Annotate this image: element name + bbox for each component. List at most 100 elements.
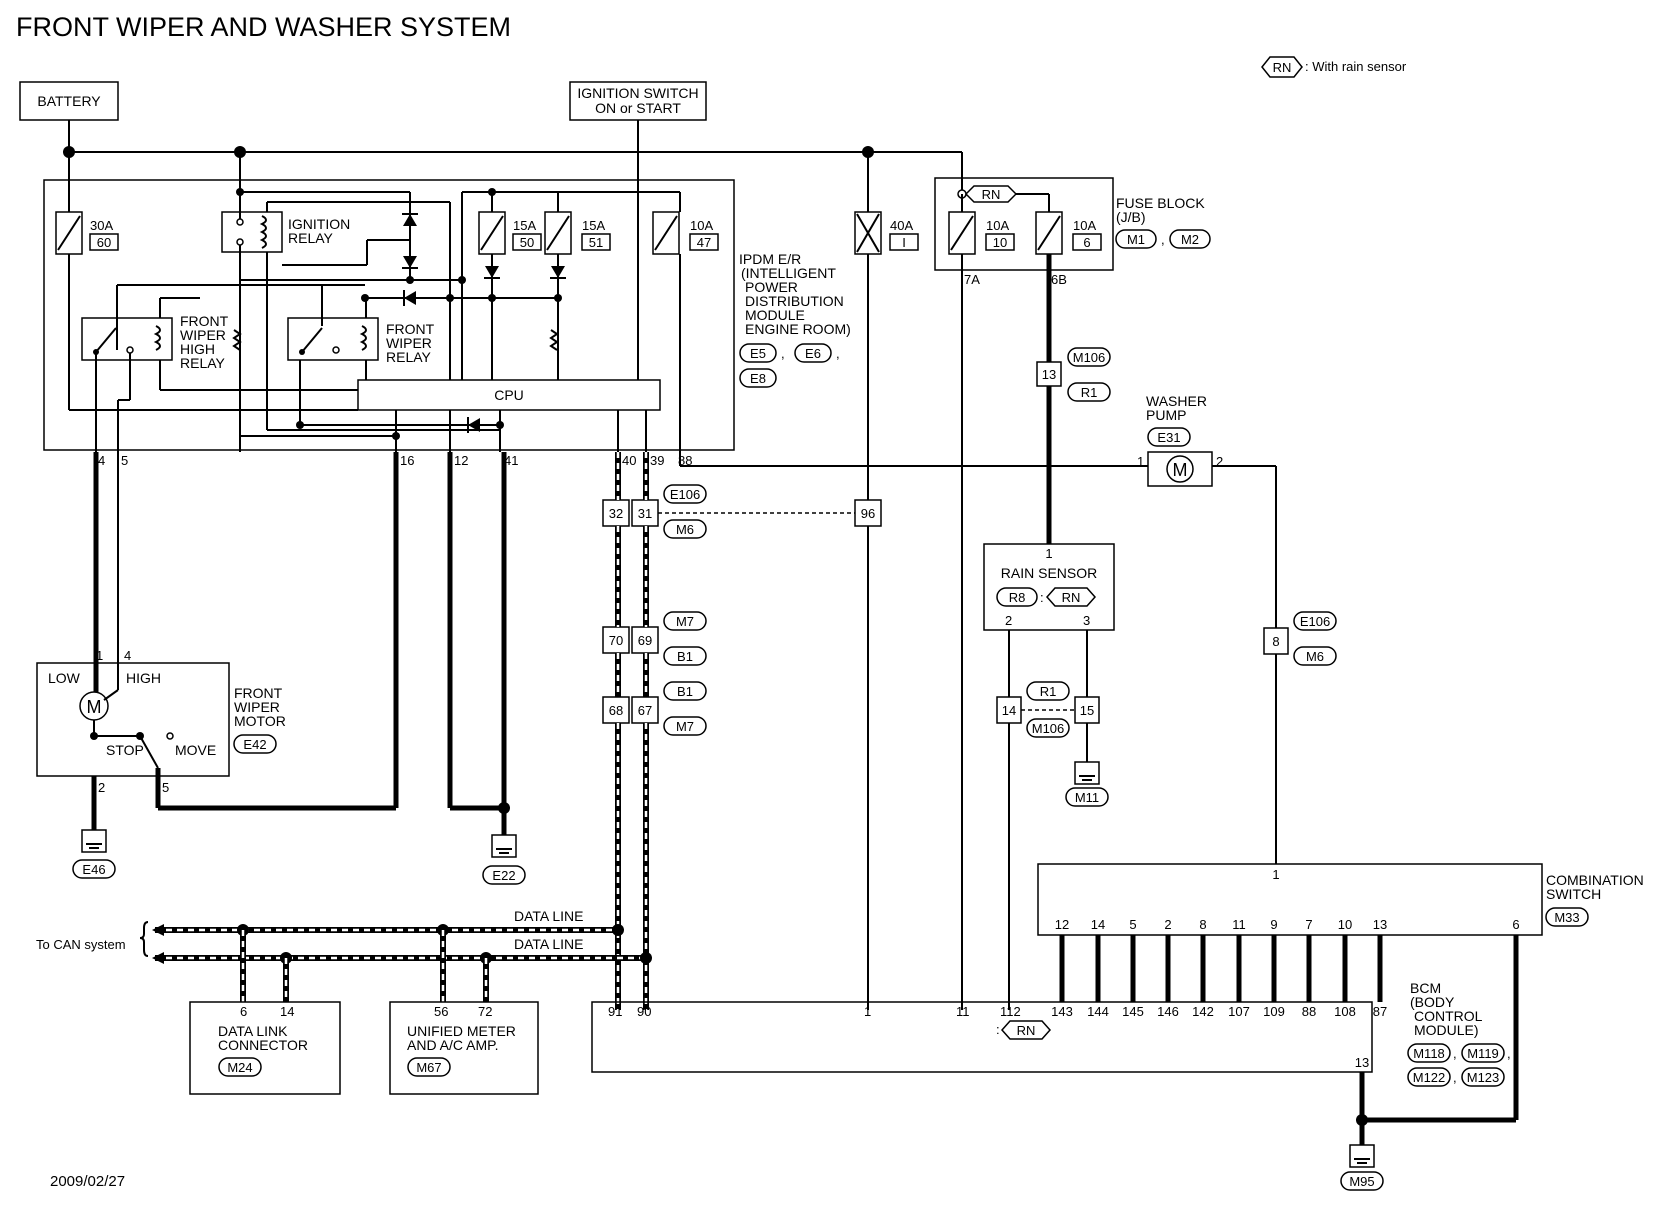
ipdm-labels: IPDM E/R (INTELLIGENT POWER DISTRIBUTION… (739, 251, 851, 337)
svg-text:FRONT: FRONT (386, 321, 435, 337)
svg-text:14: 14 (1002, 703, 1016, 718)
svg-text:E8: E8 (750, 371, 766, 386)
svg-text:12: 12 (454, 453, 468, 468)
svg-text:RELAY: RELAY (288, 230, 334, 246)
svg-text:E106: E106 (1300, 614, 1330, 629)
svg-text:40A: 40A (890, 218, 913, 233)
svg-text:(BODY: (BODY (1410, 994, 1455, 1010)
svg-text:15: 15 (1080, 703, 1094, 718)
svg-text:CONTROL: CONTROL (1414, 1008, 1483, 1024)
svg-text:60: 60 (97, 235, 111, 250)
data-line-1: DATA LINE (514, 908, 584, 924)
svg-text:56: 56 (434, 1004, 448, 1019)
combo-pin: 12 (1055, 917, 1069, 932)
svg-text:13: 13 (1355, 1055, 1369, 1070)
svg-text:,: , (1453, 1070, 1457, 1085)
svg-text:M122: M122 (1413, 1070, 1446, 1085)
svg-text:5: 5 (121, 453, 128, 468)
legend-tag: RN (1273, 60, 1292, 75)
svg-text:70: 70 (609, 633, 623, 648)
svg-text:M24: M24 (227, 1060, 252, 1075)
svg-text:51: 51 (589, 235, 603, 250)
combo-pin: 7 (1305, 917, 1312, 932)
fuse-10a-47: 10A 47 (652, 211, 719, 255)
rn-tag-shape (1261, 56, 1303, 78)
svg-text:M7: M7 (676, 719, 694, 734)
bcm-pin: 107 (1228, 1004, 1250, 1019)
ipdm-box (43, 179, 735, 451)
svg-text:RELAY: RELAY (180, 355, 226, 371)
svg-text:1: 1 (1045, 546, 1052, 561)
joint-m106: 13 M106 R1 (1036, 347, 1111, 402)
svg-text:40: 40 (622, 453, 636, 468)
svg-text:1: 1 (1272, 867, 1279, 882)
svg-text:E46: E46 (82, 862, 105, 877)
svg-text:R1: R1 (1081, 385, 1098, 400)
ground-m95: M95 (1340, 935, 1519, 1191)
svg-text:,: , (836, 346, 840, 361)
svg-text:91: 91 (608, 1004, 622, 1019)
svg-text:I: I (902, 235, 906, 250)
svg-text:(INTELLIGENT: (INTELLIGENT (741, 265, 836, 281)
svg-text:,: , (1161, 232, 1165, 247)
fuse-block: RN 10A 10 10A 6 7A 6B FUSE BLOCK (J/B) M… (948, 185, 1211, 287)
joint-e106-8: 8 E106 M6 (1263, 611, 1337, 864)
combo-pin: 6 (1512, 917, 1519, 932)
svg-text:M1: M1 (1127, 232, 1145, 247)
bcm-pin: 146 (1157, 1004, 1179, 1019)
svg-text:16: 16 (400, 453, 414, 468)
svg-text:15A: 15A (582, 218, 605, 233)
ipdm-connectors: E5 , E6 , E8 (739, 343, 840, 388)
svg-text:6: 6 (240, 1004, 247, 1019)
svg-text:E6: E6 (805, 346, 821, 361)
svg-text:R8: R8 (1009, 590, 1026, 605)
svg-text:M106: M106 (1032, 721, 1065, 736)
svg-text:B1: B1 (677, 649, 693, 664)
svg-text:11: 11 (956, 1004, 970, 1019)
fuse-block-box (934, 177, 1114, 271)
svg-text:88: 88 (678, 453, 692, 468)
fuse-40a: 40A I (854, 211, 919, 1010)
svg-text:8: 8 (1272, 634, 1279, 649)
can-vertical-lines (615, 452, 649, 1010)
svg-text:IPDM E/R: IPDM E/R (739, 251, 801, 267)
combo-pin: 10 (1338, 917, 1352, 932)
svg-text:M2: M2 (1181, 232, 1199, 247)
svg-text:STOP: STOP (106, 742, 144, 758)
svg-text:90: 90 (637, 1004, 651, 1019)
bcm-pin: 108 (1334, 1004, 1356, 1019)
fuse-15a-51: 15A 51 (544, 211, 611, 255)
svg-text:50: 50 (520, 235, 534, 250)
svg-text:BCM: BCM (1410, 980, 1441, 996)
bcm-pin: 109 (1263, 1004, 1285, 1019)
svg-text:M118: M118 (1413, 1046, 1445, 1061)
bcm-pin: 87 (1373, 1004, 1387, 1019)
svg-text:RN: RN (1062, 590, 1081, 605)
svg-text:LOW: LOW (48, 670, 81, 686)
svg-text:MODULE: MODULE (745, 307, 805, 323)
svg-text:M11: M11 (1075, 790, 1099, 805)
svg-text:M: M (87, 697, 102, 717)
svg-text:RN: RN (1017, 1023, 1036, 1038)
svg-text:MOTOR: MOTOR (234, 713, 286, 729)
ipdm-pins: 4 5 16 12 41 40 39 88 (98, 453, 692, 468)
svg-text:6: 6 (1083, 235, 1090, 250)
svg-text:96: 96 (861, 506, 875, 521)
svg-text:HIGH: HIGH (180, 341, 215, 357)
svg-text:IGNITION: IGNITION (288, 216, 350, 232)
ipdm-relay-labels: IGNITION RELAY FRONT WIPER HIGH RELAY FR… (180, 216, 435, 371)
combo-pin: 13 (1373, 917, 1387, 932)
bcm-pin: 88 (1302, 1004, 1316, 1019)
ignition-line2: ON or START (595, 100, 681, 116)
svg-text:2: 2 (1216, 454, 1223, 469)
svg-text:M106: M106 (1073, 350, 1106, 365)
ignition-line1: IGNITION SWITCH (577, 85, 698, 101)
svg-text:M33: M33 (1554, 910, 1579, 925)
svg-text:POWER: POWER (745, 279, 798, 295)
svg-text:WIPER: WIPER (386, 335, 432, 351)
front-wiper-motor: LOW HIGH STOP MOVE M 1 4 2 5 FRONT WIPER… (36, 648, 286, 795)
svg-text:14: 14 (280, 1004, 294, 1019)
